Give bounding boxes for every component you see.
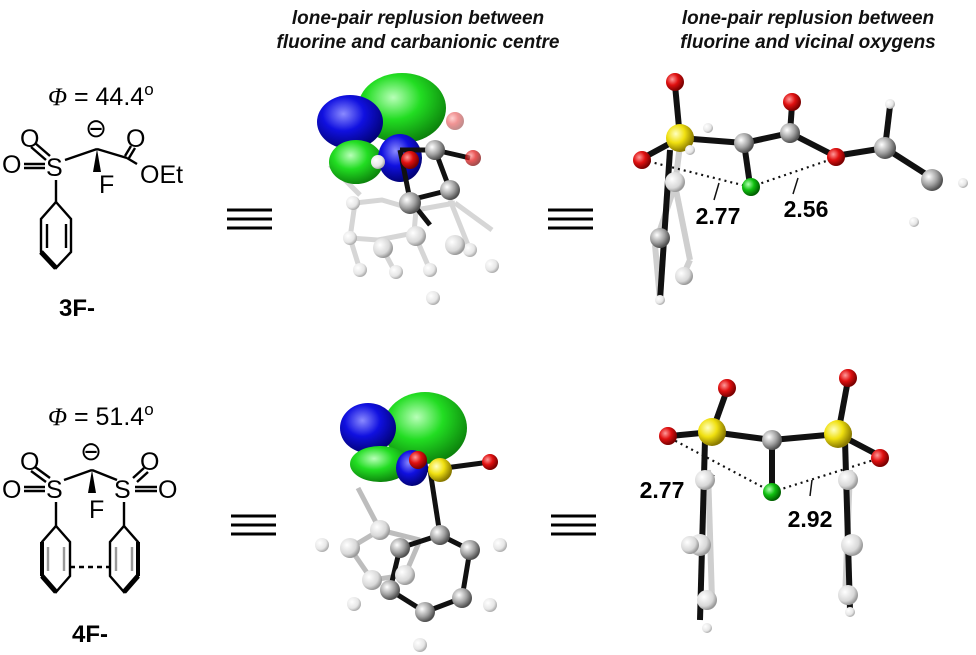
charge-symbol-4f: ⊖ (80, 437, 102, 467)
atom-s-3f: S (46, 154, 63, 182)
atom-o-top-right-4f: O (140, 448, 159, 476)
equiv-sign-3f-a (227, 208, 272, 230)
distance-label-3f-1: 2.77 (696, 203, 741, 229)
orbital-model-3f (317, 73, 499, 305)
orbital-lobe-green-bottom (329, 140, 383, 184)
atom-f-3f: F (99, 171, 114, 199)
compound-label-3f: 3F- (59, 295, 95, 322)
structure-3f: Φ = 44.4o ⊖ O O S F OEt O 3F- (2, 80, 183, 322)
orbital-lobe-blue-left-4f (340, 403, 396, 453)
ball-stick-model-3f: 2.77 2.56 (633, 73, 968, 305)
atom-oet-3f: OEt (140, 161, 183, 189)
hydrogen-atoms (343, 196, 499, 305)
atom-o-left-4f: O (2, 476, 21, 504)
ball-stick-model-4f: 2.77 2.92 (640, 369, 889, 633)
atom-f-4f: F (89, 496, 104, 524)
equiv-sign-3f-b (548, 208, 593, 230)
equiv-sign-4f-b (551, 514, 596, 536)
atom-o-left-3f: O (2, 151, 21, 179)
distance-label-4f-1: 2.77 (640, 477, 685, 503)
equiv-sign-4f-a (231, 514, 276, 536)
orbital-lobe-green-top-4f (383, 392, 467, 464)
atom-s-right-4f: S (114, 476, 131, 504)
structure-4f: Φ = 51.4o ⊖ O O S F S O O (2, 400, 177, 648)
phi-label-3f: Φ = 44.4o (48, 80, 154, 111)
compound-label-4f: 4F- (72, 621, 108, 648)
atom-o-top-3f: O (20, 125, 39, 153)
distance-label-4f-2: 2.92 (788, 506, 833, 532)
distance-label-3f-2: 2.56 (784, 196, 829, 222)
charge-symbol-3f: ⊖ (85, 114, 107, 144)
hydrogen-atoms-4f (315, 538, 507, 652)
atom-o-right-4f: O (158, 476, 177, 504)
header-middle-line1: lone-pair replusion between (292, 8, 544, 29)
orbital-lobe-green-bottom-4f (350, 446, 410, 482)
orbital-lobe-blue-left (317, 95, 383, 149)
header-right-line2: fluorine and vicinal oxygens (680, 32, 936, 53)
header-middle-line2: fluorine and carbanionic centre (277, 32, 560, 53)
atom-s-left-4f: S (46, 476, 63, 504)
atom-o-top-left-4f: O (20, 448, 39, 476)
phi-label-4f: Φ = 51.4o (48, 400, 154, 431)
header-right-line1: lone-pair replusion between (682, 8, 934, 29)
orbital-model-4f (315, 392, 507, 652)
